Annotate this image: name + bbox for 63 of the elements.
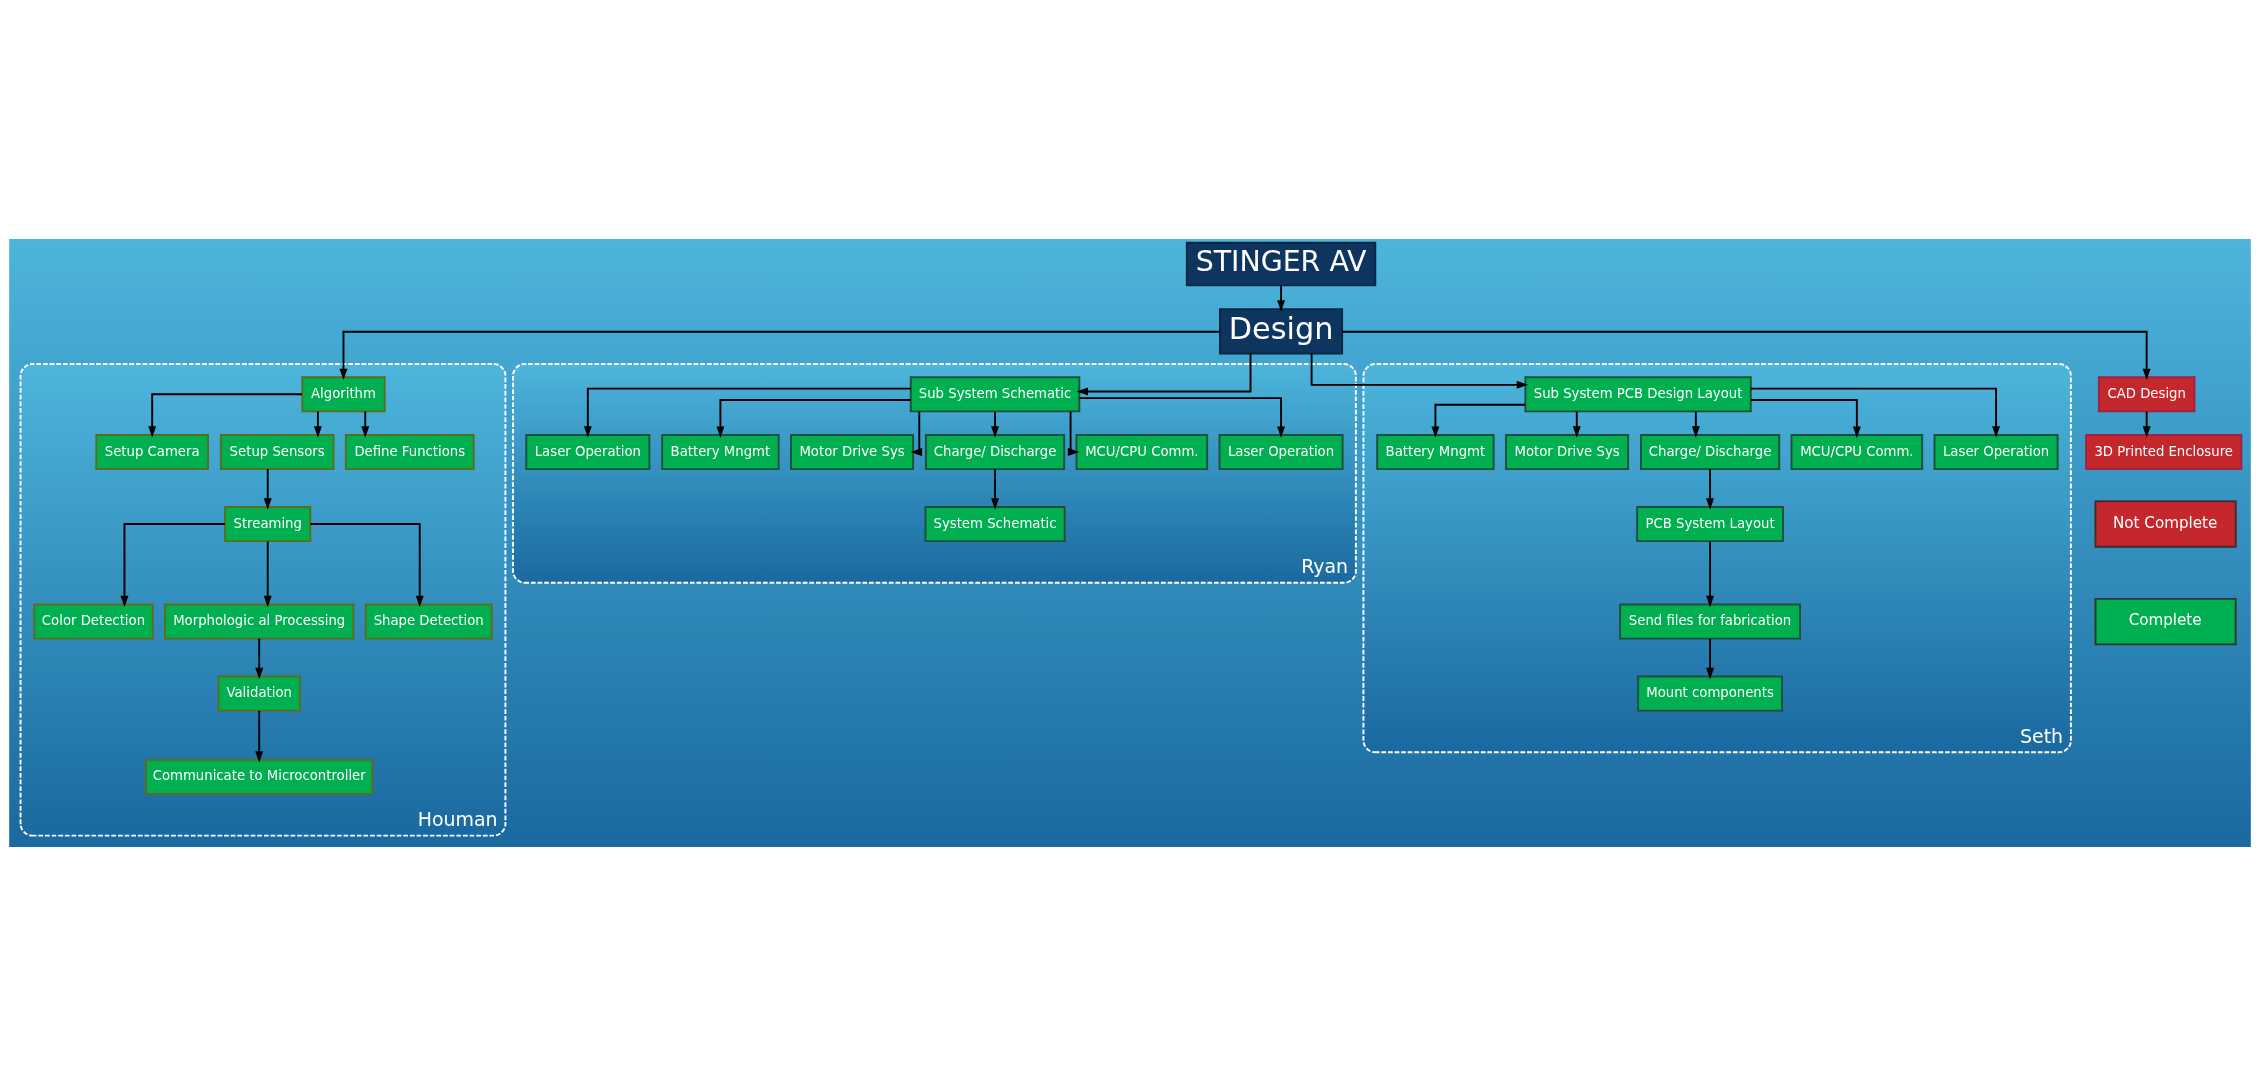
- node-box: Mount components: [1637, 675, 1783, 712]
- arrow: [255, 709, 264, 763]
- arrow: [583, 387, 912, 438]
- node-box: System Schematic: [924, 505, 1066, 542]
- arrow: [255, 637, 264, 679]
- node-box: Validation: [217, 675, 301, 712]
- arrow: [2142, 410, 2151, 438]
- legend-label: Not Complete: [2113, 513, 2218, 532]
- arrow: [1691, 410, 1700, 438]
- arrow: [991, 410, 1000, 438]
- node-box: Motor Drive Sys: [790, 433, 915, 470]
- arrow: [1706, 637, 1715, 679]
- arrow: [1750, 398, 1861, 438]
- node-box: Communicate to Microcontroller: [145, 758, 374, 795]
- node-box: Streaming: [224, 505, 312, 542]
- arrow: [716, 398, 912, 438]
- node-box: Charge/ Discharge: [924, 433, 1066, 470]
- arrow: [1310, 352, 1529, 389]
- node-box: Send files for fabrication: [1619, 603, 1801, 640]
- node-box: MCU/CPU Comm.: [1075, 433, 1209, 470]
- node-box: Charge/ Discharge: [1640, 433, 1781, 470]
- arrow: [120, 522, 226, 607]
- node-box: Setup Camera: [95, 433, 209, 470]
- arrow: [1706, 540, 1715, 607]
- arrow: [263, 467, 272, 510]
- arrow: [339, 330, 1221, 380]
- node-box: MCU/CPU Comm.: [1790, 433, 1924, 470]
- arrow: [263, 540, 272, 607]
- arrow: [1572, 410, 1581, 438]
- node-box: Shape Detection: [364, 603, 493, 640]
- node-box: 3D Printed Enclosure: [2085, 433, 2243, 470]
- arrow: [313, 410, 322, 438]
- node-box: Battery Mngmt: [661, 433, 780, 470]
- arrow: [148, 392, 303, 438]
- node-box: CAD Design: [2097, 375, 2196, 412]
- node-box: Battery Mngmt: [1376, 433, 1495, 470]
- arrow: [1706, 467, 1715, 510]
- node-box: Laser Operation: [1933, 433, 2059, 470]
- node-box: Algorithm: [301, 375, 386, 412]
- arrow: [1431, 403, 1527, 438]
- arrow: [361, 410, 370, 438]
- node-box: Motor Drive Sys: [1505, 433, 1630, 470]
- arrow: [1749, 387, 2001, 438]
- node-box: Laser Operation: [1218, 433, 1344, 470]
- arrow: [309, 522, 424, 607]
- arrow: [991, 467, 1000, 510]
- arrow: [1067, 410, 1080, 456]
- node-box: Laser Operation: [525, 433, 651, 470]
- legend-label: Complete: [2128, 610, 2202, 629]
- node-box: Sub System PCB Design Layout: [1524, 375, 1752, 412]
- node-box: Morphologic al Processing: [164, 603, 355, 640]
- arrow: [910, 410, 923, 456]
- arrow: [1341, 330, 2151, 380]
- node-box: Color Detection: [33, 603, 154, 640]
- node-box: STINGER AV: [1185, 241, 1377, 286]
- node-box: Setup Sensors: [219, 433, 335, 470]
- node-box: Design: [1219, 307, 1344, 355]
- arrow: [1076, 352, 1252, 395]
- node-box: PCB System Layout: [1636, 505, 1784, 542]
- node-box: Sub System Schematic: [909, 375, 1081, 412]
- arrow: [1078, 396, 1286, 438]
- node-box: Define Functions: [344, 433, 475, 470]
- arrow: [1277, 284, 1286, 312]
